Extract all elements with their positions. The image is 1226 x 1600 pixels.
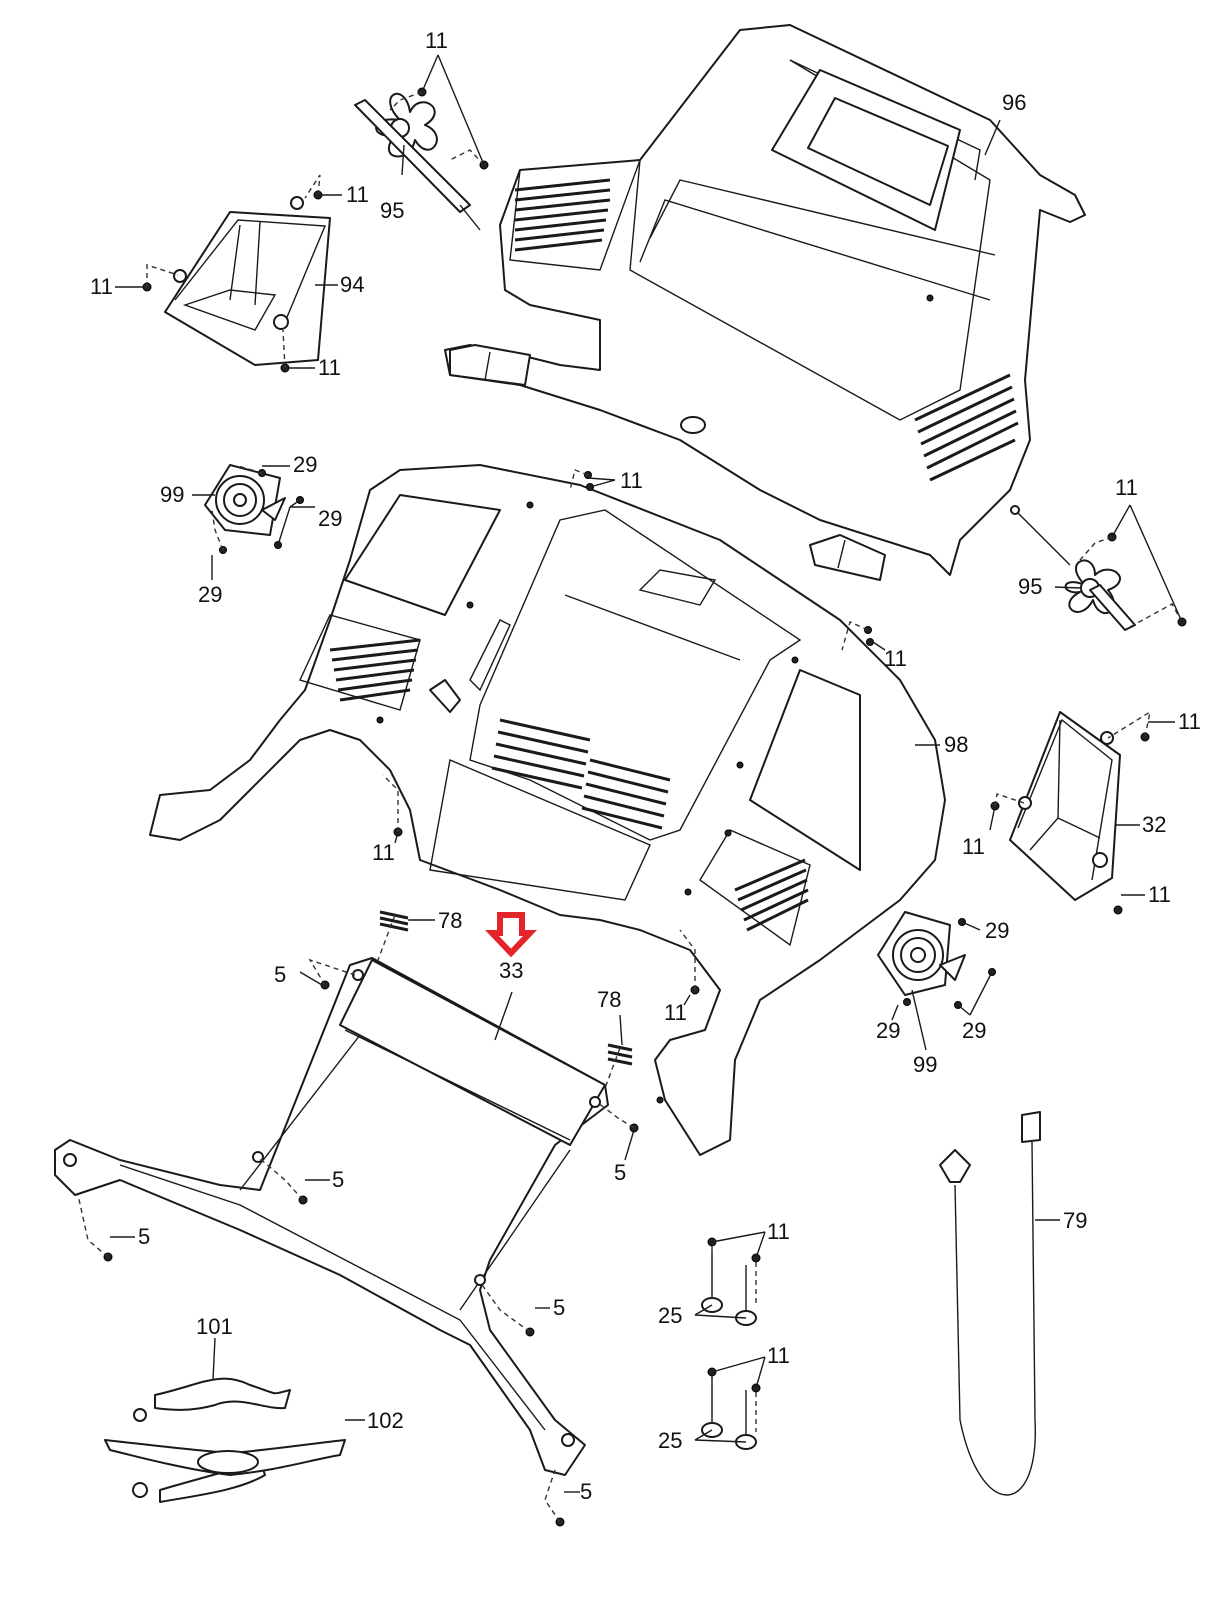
label-key-cord: 79 xyxy=(1063,1208,1087,1233)
speaker-grille-top-right xyxy=(914,373,1019,482)
label-console-base-top-screws: 11 xyxy=(620,468,643,493)
console-top-keypad xyxy=(449,344,531,386)
label-wire-tie-screws-upper: 11 xyxy=(767,1219,790,1244)
console-base-vent-center-right xyxy=(581,758,671,830)
label-fan-top: 95 xyxy=(380,198,404,223)
console-base-vent-left xyxy=(329,638,421,702)
speaker-left-part-99 xyxy=(204,464,286,536)
label-fan-right-screws: 11 xyxy=(1115,475,1138,500)
label-wire-tie-screws-lower: 11 xyxy=(767,1343,790,1368)
label-tray-left: 94 xyxy=(340,272,364,297)
console-base-part-98 xyxy=(149,464,946,1156)
label-bracket-screw-top-left: 5 xyxy=(274,962,286,987)
wire-ties-upper-part-25 xyxy=(701,1250,757,1326)
label-console-base-bottom-screw: 11 xyxy=(664,1000,687,1025)
console-top-key-slot xyxy=(680,416,706,434)
callout-labels: 11 95 96 11 11 11 94 29 29 29 99 11 11 9… xyxy=(90,28,1201,1504)
assembly-lines xyxy=(77,91,1183,1523)
console-base-vent-right xyxy=(734,858,809,932)
label-speaker-left: 99 xyxy=(160,482,184,507)
label-bracket-screw-bottom: 5 xyxy=(580,1479,592,1504)
label-speaker-right-top-screw: 29 xyxy=(985,918,1009,943)
label-speaker-right: 99 xyxy=(913,1052,937,1077)
label-wire-ties-upper: 25 xyxy=(658,1303,682,1328)
console-top-part-96 xyxy=(444,24,1086,576)
highlight-arrow-icon xyxy=(485,912,537,958)
label-speaker-right-bottom-screw: 29 xyxy=(876,1018,900,1043)
label-tray-left-screw-top: 11 xyxy=(346,182,369,207)
fan-top-part-95 xyxy=(354,92,481,231)
leader-lines xyxy=(110,54,1183,1493)
label-wire-ties-lower: 25 xyxy=(658,1428,682,1453)
label-console-base-left-screw: 11 xyxy=(372,840,395,865)
label-tray-right-screw-top: 11 xyxy=(1178,709,1201,734)
tray-left-part-94 xyxy=(164,196,331,366)
label-tray-right-screw-left: 11 xyxy=(962,834,985,859)
speaker-right-part-99 xyxy=(877,911,966,996)
console-base-window-left xyxy=(344,494,501,616)
label-crossbar: 33 xyxy=(499,958,523,983)
chest-strap-part-101 xyxy=(132,1377,291,1503)
label-bracket-screw-top-right: 5 xyxy=(614,1160,626,1185)
label-speaker-left-bottom-screw: 29 xyxy=(198,582,222,607)
label-chest-strap: 101 xyxy=(196,1314,233,1339)
wire-ties-lower-part-25 xyxy=(701,1375,757,1450)
label-speaker-right-side-screws: 29 xyxy=(962,1018,986,1043)
label-fan-right: 95 xyxy=(1018,574,1042,599)
label-tray-right-screw-bottom: 11 xyxy=(1148,882,1171,907)
speaker-grille-top-left xyxy=(514,178,611,252)
label-fan-top-screws: 11 xyxy=(425,28,448,53)
label-console-base-right-screws: 11 xyxy=(884,646,907,671)
crossbar-part-33 xyxy=(54,957,609,1476)
fan-right-part-95 xyxy=(1010,505,1136,631)
label-bracket-screw-lower: 5 xyxy=(553,1295,565,1320)
label-bracket-screw-mid: 5 xyxy=(332,1167,344,1192)
label-console-base: 98 xyxy=(944,732,968,757)
pulse-sensor-part-102 xyxy=(104,1439,346,1476)
tray-right-part-32 xyxy=(1009,711,1121,901)
label-clip-left: 78 xyxy=(438,908,462,933)
label-speaker-left-top-screw: 29 xyxy=(293,452,317,477)
console-base-vent-center-left xyxy=(491,718,591,790)
key-cord-part-79 xyxy=(939,1111,1041,1496)
console-base-keypad xyxy=(809,534,886,581)
label-clip-right: 78 xyxy=(597,987,621,1012)
console-base-window-right xyxy=(749,669,861,871)
clip-left-part-78 xyxy=(379,910,409,932)
clip-right-part-78 xyxy=(607,1043,633,1066)
label-pulse-sensor: 102 xyxy=(367,1408,404,1433)
label-bracket-screw-left: 5 xyxy=(138,1224,150,1249)
label-tray-right: 32 xyxy=(1142,812,1166,837)
label-speaker-left-side-screws: 29 xyxy=(318,506,342,531)
label-tray-left-screw-left: 11 xyxy=(90,274,113,299)
label-console-top: 96 xyxy=(1002,90,1026,115)
label-tray-left-screw-bottom: 11 xyxy=(318,355,341,380)
